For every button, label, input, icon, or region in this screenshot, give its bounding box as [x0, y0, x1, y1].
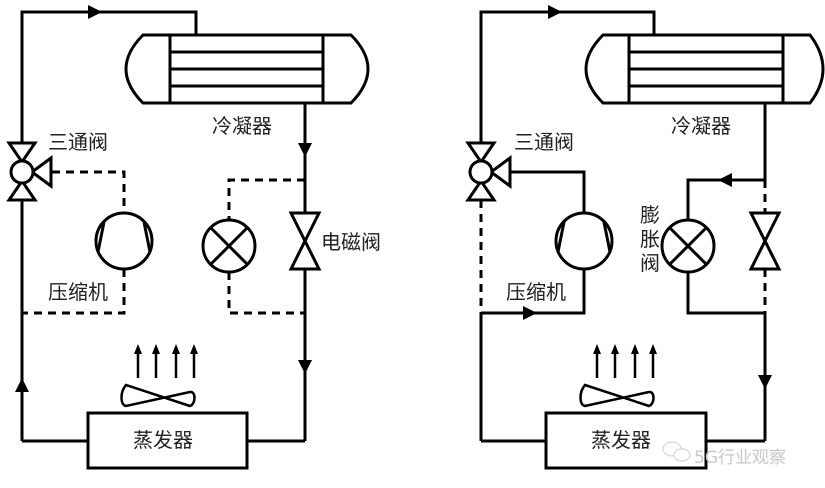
- left-top-arrow-icon: [88, 5, 102, 19]
- wechat-bubble-icon: [662, 441, 691, 462]
- right-condenser-label: 冷凝器: [671, 114, 731, 138]
- right-three-way-valve-label: 三通阀: [514, 130, 574, 154]
- left-condenser: [124, 33, 370, 105]
- right-right-arrow-icon: [523, 306, 537, 320]
- left-up-arrow-icon: [15, 378, 29, 392]
- left-diagram: [6, 5, 370, 470]
- right-exp-out-pipe: [686, 272, 765, 315]
- right-fan-icon: [579, 344, 657, 408]
- right-left-arrow-icon: [718, 173, 732, 187]
- right-compressor-label: 压缩机: [506, 280, 566, 304]
- left-three-way-valve-label: 三通阀: [48, 130, 108, 154]
- left-three-way-valve: [6, 141, 53, 202]
- left-compressor-label: 压缩机: [48, 280, 108, 304]
- left-exp-dash-top: [227, 178, 305, 220]
- right-comp-pipe-top: [511, 170, 586, 213]
- left-comp-dash-bottom: [22, 269, 126, 315]
- watermark-text: 5G行业观察: [694, 448, 786, 468]
- right-diagram: [465, 5, 825, 470]
- right-evaporator-label: 蒸发器: [591, 428, 651, 452]
- left-solenoid-valve: [288, 211, 322, 271]
- left-down-arrow-icon-1: [298, 143, 312, 157]
- left-solenoid-valve-label: 电磁阀: [321, 230, 381, 254]
- right-condenser: [584, 33, 825, 105]
- left-evaporator-label: 蒸发器: [133, 428, 193, 452]
- left-down-arrow-icon-2: [298, 360, 312, 374]
- left-evaporator: [86, 411, 249, 470]
- right-down-arrow-icon: [758, 375, 772, 389]
- left-exp-dash-bottom: [227, 272, 305, 315]
- right-solenoid-valve: [748, 211, 782, 271]
- left-expansion-valve: [201, 218, 257, 274]
- right-comp-pipe-bottom: [481, 269, 586, 315]
- right-expansion-valve-label: 膨胀阀: [640, 203, 660, 275]
- left-fan-icon: [120, 344, 198, 408]
- left-compressor: [94, 211, 154, 271]
- right-expansion-valve: [660, 218, 716, 274]
- left-condenser-label: 冷凝器: [212, 114, 272, 138]
- right-three-way-valve: [465, 141, 512, 202]
- left-comp-dash-top: [52, 170, 126, 213]
- left-top-pipe: [20, 10, 198, 143]
- right-top-arrow-icon: [548, 5, 562, 19]
- right-compressor: [554, 211, 614, 271]
- right-top-pipe: [479, 10, 656, 143]
- right-evaporator: [544, 411, 708, 470]
